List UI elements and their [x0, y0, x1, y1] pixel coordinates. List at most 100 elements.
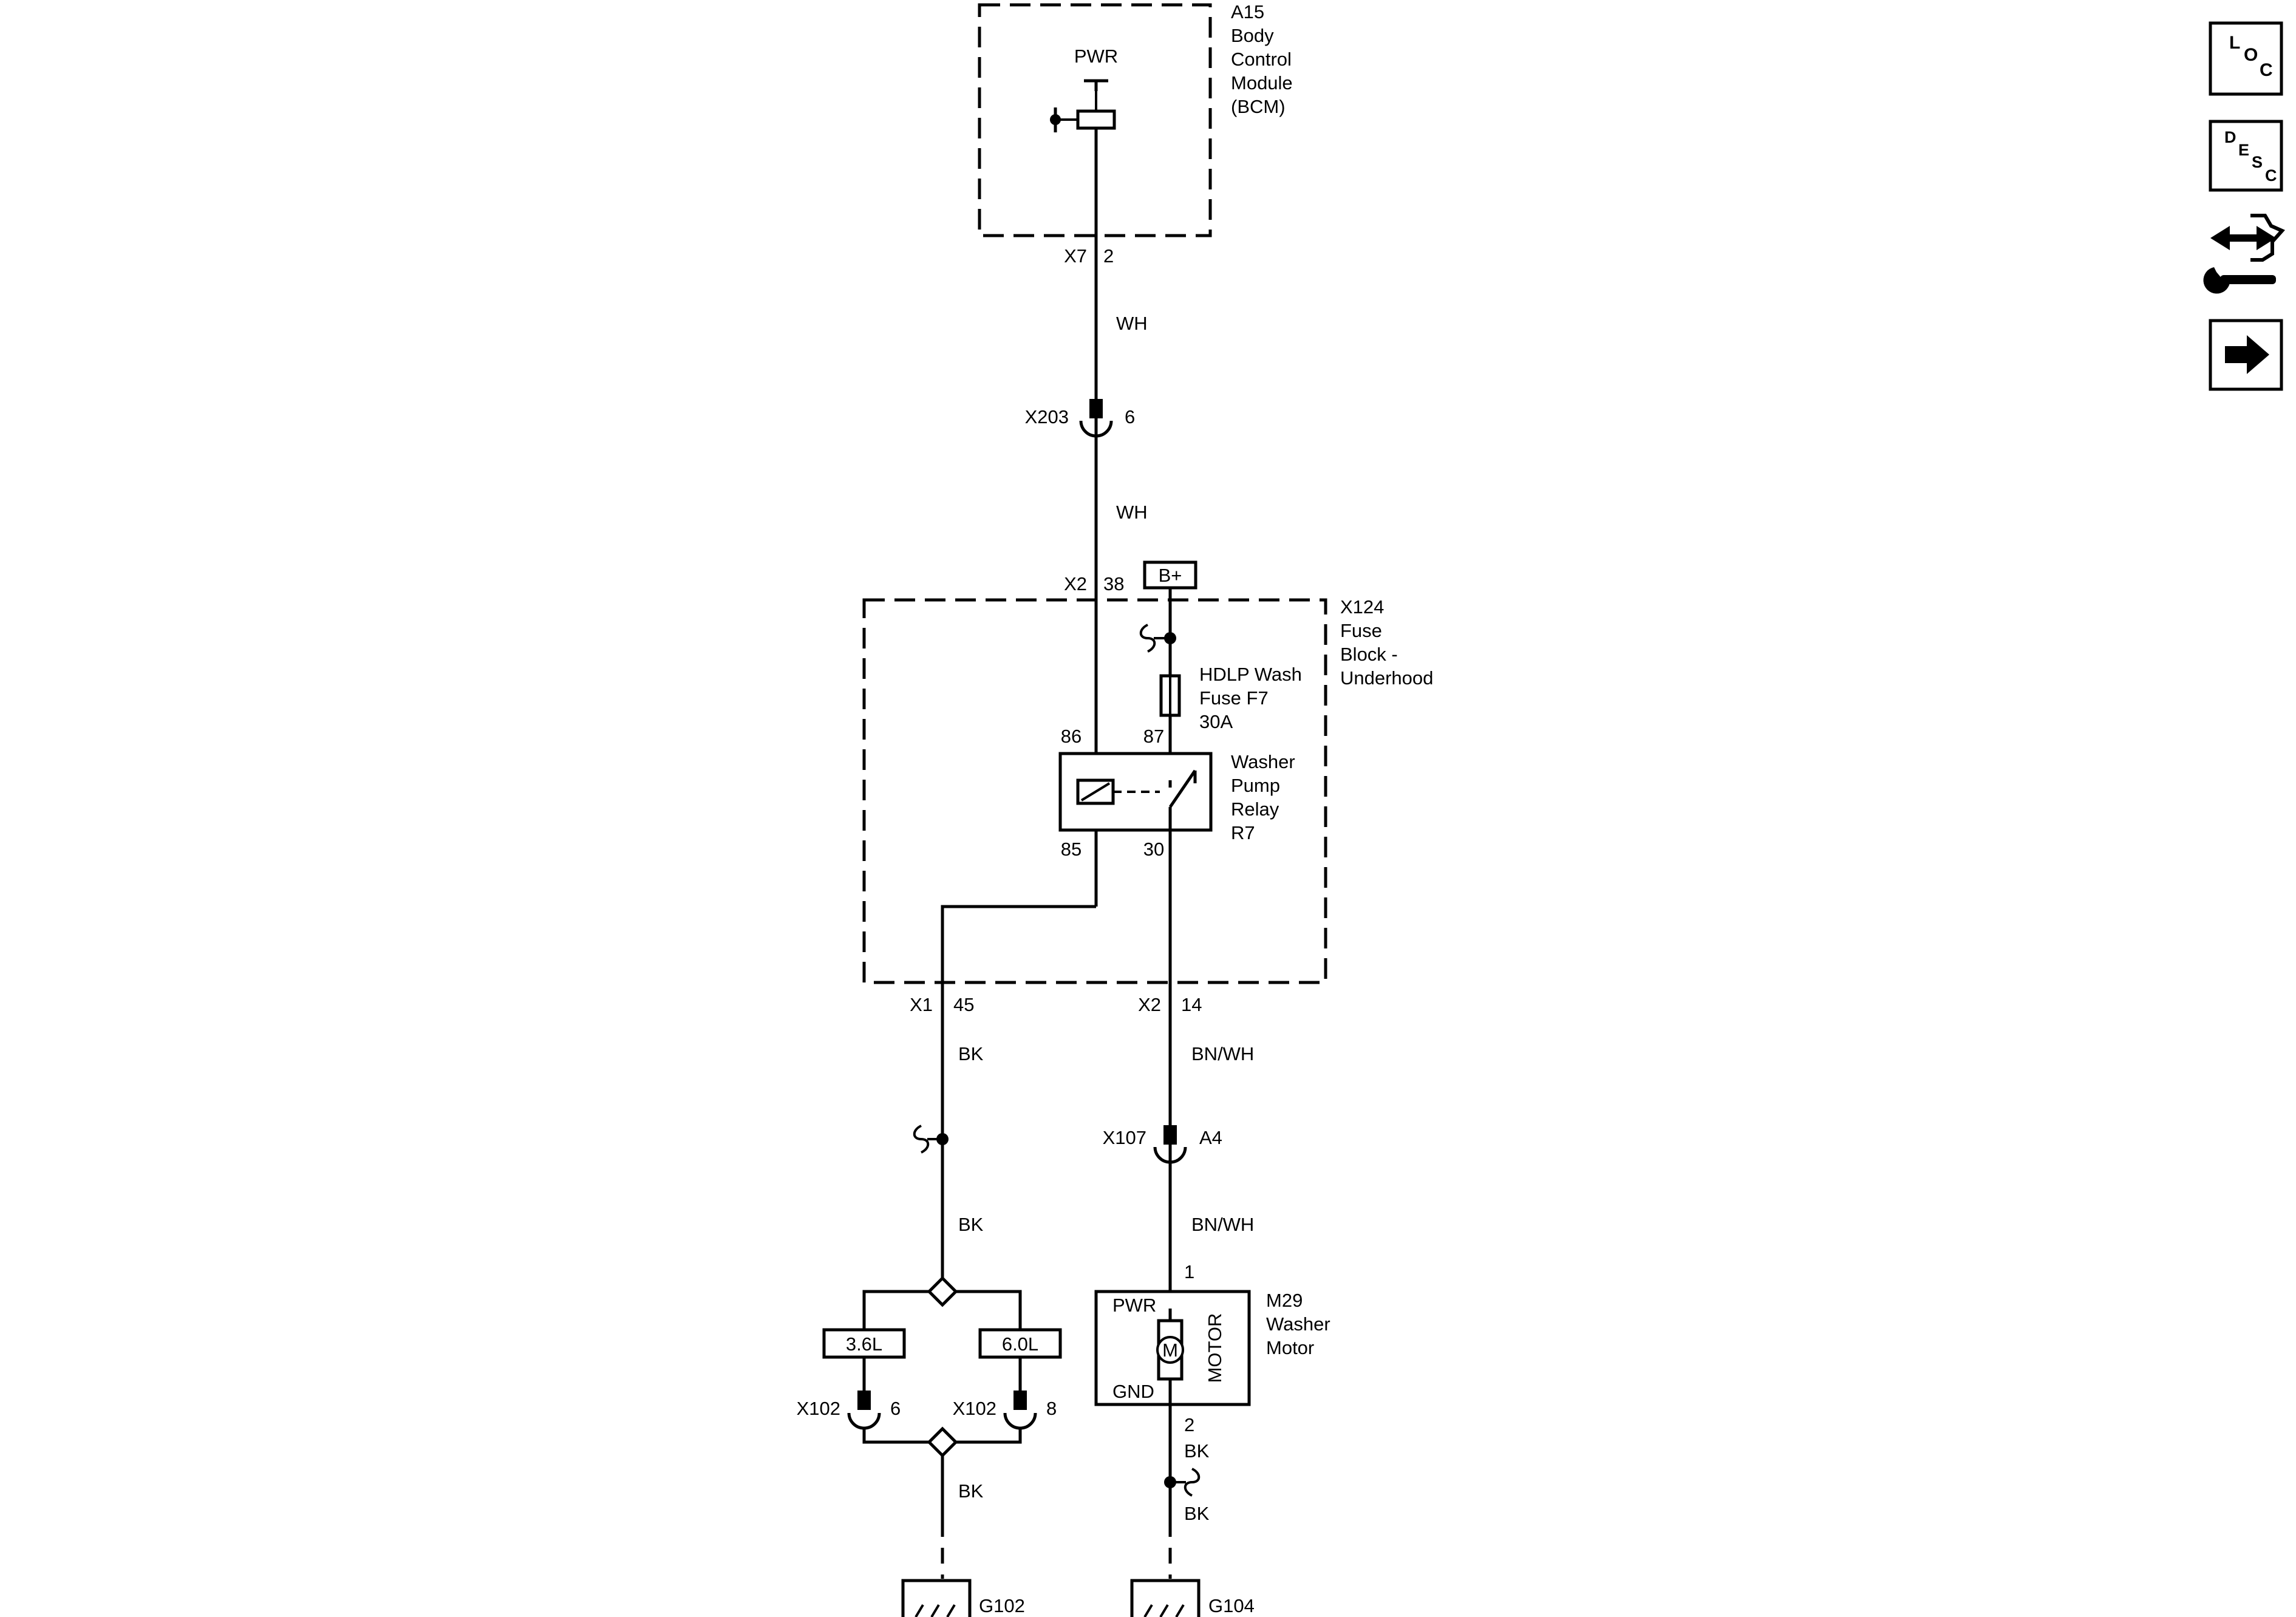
relay-pin-85: 85 — [1061, 839, 1082, 860]
washer-motor-m29: 1 2 PWR GND M MOTOR M29 Washer Motor — [1094, 1261, 1330, 1435]
next-button-frame[interactable] — [2209, 319, 2283, 391]
bcm-ref: A15 — [1231, 1, 1264, 22]
motor-gnd-label: GND — [1112, 1381, 1154, 1402]
ground-g102: G102 — [901, 1579, 1025, 1617]
splice-diamond-top — [927, 1276, 958, 1307]
g102-hatch-2 — [930, 1604, 940, 1617]
bcm-module: PWR A15 Body Control Module (BCM) X7 2 — [978, 1, 1293, 267]
loc-button[interactable]: L O C — [2209, 21, 2283, 96]
wire-branch-left — [862, 1290, 929, 1330]
g104-hatch-2 — [1159, 1604, 1169, 1617]
relay-name-3: Relay — [1231, 798, 1279, 820]
fuse-block-ref: X124 — [1340, 596, 1384, 618]
bcm-name-2: Control — [1231, 49, 1292, 70]
motor-gnd-splice-tilde — [1184, 1468, 1201, 1497]
motor-pwr-label: PWR — [1112, 1295, 1156, 1316]
x102-left-male-pin — [857, 1391, 871, 1410]
bcm-pwr-label: PWR — [1074, 46, 1118, 67]
motor-name-2: Motor — [1266, 1337, 1314, 1358]
desc-button[interactable]: D E S C — [2209, 120, 2283, 192]
connector-repair-icon[interactable] — [2203, 214, 2285, 294]
fuse-name-2: Fuse F7 — [1199, 687, 1269, 709]
relay-pin-87: 87 — [1143, 726, 1164, 747]
fuse-block-x1-out-pin: 45 — [953, 994, 974, 1015]
bcm-name-4: (BCM) — [1231, 96, 1286, 117]
desc-letter-1: D — [2224, 128, 2236, 146]
next-page-button[interactable] — [2209, 319, 2283, 391]
wrench-handle-icon — [2220, 275, 2276, 284]
connector-x102-right: X102 8 — [953, 1391, 1057, 1430]
g102-label: G102 — [979, 1595, 1025, 1616]
wire-color-bk-5: BK — [1184, 1503, 1210, 1524]
double-arrow-icon — [2210, 226, 2276, 250]
fuse-block-name-3: Underhood — [1340, 667, 1433, 689]
wrench-head-icon — [2203, 267, 2230, 294]
bcm-name-3: Module — [1231, 72, 1293, 94]
g102-ground-frame — [901, 1579, 972, 1617]
fuse-block: X124 Fuse Block - Underhood X2 38 B+ HDL… — [862, 560, 1433, 1309]
x102-left-female-cup — [847, 1412, 881, 1430]
motor-ref: M29 — [1266, 1290, 1303, 1311]
wire-color-bnwh-2: BN/WH — [1191, 1214, 1254, 1235]
relay-switch-arm — [1168, 769, 1197, 808]
desc-button-frame[interactable] — [2209, 120, 2283, 192]
bk-splice-tilde — [913, 1125, 930, 1154]
g104-label: G104 — [1208, 1595, 1255, 1616]
wire-join-right — [956, 1428, 1022, 1444]
battery-positive-label: B+ — [1159, 565, 1182, 586]
loc-letter-1: L — [2229, 33, 2240, 53]
x102-left-ref: X102 — [797, 1398, 840, 1419]
desc-letter-4: C — [2265, 166, 2277, 185]
motor-pin-1: 1 — [1184, 1261, 1194, 1282]
x102-right-pin: 8 — [1046, 1398, 1057, 1419]
bcm-connector-pin: 2 — [1103, 245, 1114, 267]
x107-pin: A4 — [1199, 1127, 1222, 1148]
g104-ground-frame — [1130, 1579, 1201, 1617]
loc-letter-3: C — [2260, 60, 2273, 80]
bplus-splice-tilde — [1139, 624, 1156, 653]
x203-ref: X203 — [1025, 406, 1069, 427]
wire-color-bnwh-1: BN/WH — [1191, 1043, 1254, 1064]
x102-right-ref: X102 — [953, 1398, 996, 1419]
bcm-name-1: Body — [1231, 25, 1274, 46]
wire-color-wh-2: WH — [1116, 502, 1148, 523]
bcm-connector: X7 — [1064, 245, 1087, 267]
wire-color-bk-3: BK — [958, 1480, 984, 1502]
connector-x203: X203 6 — [1025, 399, 1135, 438]
x203-female-cup — [1079, 420, 1113, 438]
g104-hatch-1 — [1143, 1604, 1153, 1617]
desc-letter-3: S — [2252, 153, 2263, 171]
relay-name-1: Washer — [1231, 751, 1295, 772]
option-label-60l: 6.0L — [1002, 1333, 1038, 1355]
motor-name-1: Washer — [1266, 1313, 1330, 1335]
wire-color-bk-4: BK — [1184, 1440, 1210, 1462]
desc-letter-2: E — [2238, 141, 2249, 159]
x203-male-pin — [1089, 399, 1103, 418]
relay-pin-86: 86 — [1061, 726, 1082, 747]
fuse-block-x1-out: X1 — [910, 994, 933, 1015]
right-arrow-icon — [2225, 335, 2269, 374]
bcm-signal-dot — [1050, 114, 1061, 125]
x107-male-pin — [1163, 1125, 1177, 1145]
wire-branch-right — [956, 1290, 1022, 1330]
g104-hatch-3 — [1175, 1604, 1185, 1617]
motor-symbol-letter: M — [1162, 1340, 1178, 1361]
connector-outline-icon — [2250, 214, 2285, 262]
fuse-block-boundary — [862, 598, 1327, 984]
relay-name-2: Pump — [1231, 775, 1280, 796]
g102-hatch-3 — [946, 1604, 956, 1617]
motor-symbol-circle — [1156, 1336, 1184, 1364]
fuse-name-3: 30A — [1199, 711, 1233, 732]
wire-color-bk-1: BK — [958, 1043, 984, 1064]
x203-pin: 6 — [1125, 406, 1135, 427]
x102-left-pin: 6 — [890, 1398, 901, 1419]
fuse-block-name-2: Block - — [1340, 644, 1398, 665]
loc-letter-2: O — [2244, 45, 2258, 65]
loc-button-frame[interactable] — [2209, 21, 2283, 96]
bcm-pwr-driver — [1076, 109, 1116, 130]
ground-g104: G104 — [1130, 1579, 1255, 1617]
wire-join-left — [862, 1428, 929, 1444]
x107-ref: X107 — [1103, 1127, 1146, 1148]
fuse-block-x2-out: X2 — [1138, 994, 1161, 1015]
connector-x107: X107 A4 — [1103, 1125, 1222, 1164]
